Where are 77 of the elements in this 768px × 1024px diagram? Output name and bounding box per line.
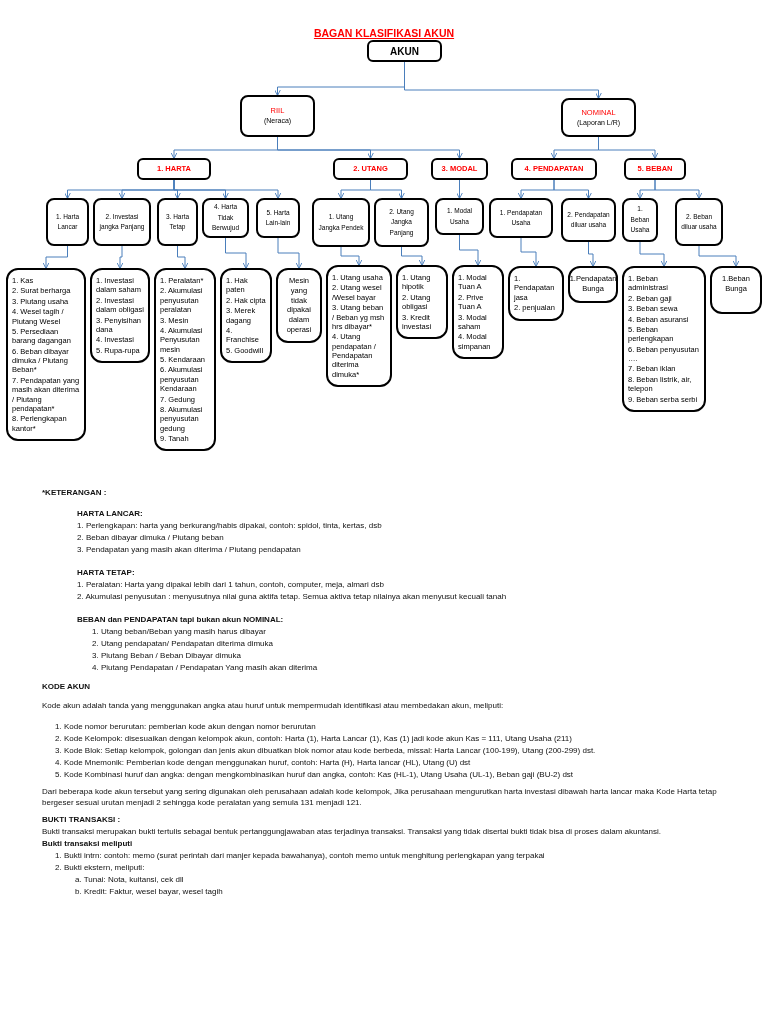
account-box: [46, 198, 89, 246]
account-box: [489, 198, 553, 238]
account-box: [367, 40, 442, 62]
connector-arrow: [340, 246, 363, 267]
connector-arrow: [588, 241, 597, 268]
note-text: HARTA LANCAR:: [77, 508, 144, 519]
note-text: 5. Kode Kombinasi huruf dan angka: dengan mengkombinasikan huruf dan angka, contoh: Kas (HL-1), Utang Usaha (UL-1), Beban gaji (BU-2) dst: [55, 769, 575, 780]
account-box: [675, 198, 723, 246]
account-box: [374, 198, 429, 247]
note-text: 2. Akumulasi penyusutan : menyusutnya nilai guna aktifa tetap. Semua aktiva tetap nilainya akan menyusut kecuali tanah: [77, 591, 508, 602]
note-text: b. Kredit: Faktur, wesel bayar, wesel tagih: [75, 886, 224, 897]
note-text: a. Tunai: Nota, kuitansi, cek dll: [75, 874, 185, 885]
connector-arrow: [639, 241, 668, 268]
account-list-box: [154, 268, 216, 452]
connector-arrow: [173, 179, 282, 200]
connector-arrow: [456, 179, 463, 200]
account-list-box: [6, 268, 86, 441]
connector-arrow: [520, 237, 540, 268]
account-list-box: [710, 266, 762, 314]
account-box: [431, 158, 488, 180]
note-text: 1. Peralatan: Harta yang dipakai lebih dari 1 tahun, contoh, computer, meja, almari dsb: [77, 579, 385, 590]
account-box: [240, 95, 315, 137]
note-text: 4. Kode Mnemonik: Pemberian kode dengan menggunakan huruf, contoh: Harta (H), Harta lancar (HL), Utang (U) dst: [55, 757, 472, 768]
account-box: [561, 98, 636, 137]
note-text: 3. Kode Blok: Setiap kelompok, golongan dan jenis akun dibuatkan blok nomor atau kode berbeda, missal: Harta Lancar (100-199), Utang (200-299) dst.: [55, 745, 597, 756]
connector-arrow: [654, 179, 703, 200]
connector-arrow: [277, 237, 303, 270]
note-text: Kode akun adalah tanda yang menggunakan angka atau huruf untuk mempermudah identifikasi atau membedakan akun, meliputi:: [42, 700, 505, 711]
account-box: [93, 198, 151, 246]
account-box: [624, 158, 686, 180]
connector-arrow: [225, 237, 250, 270]
connector-arrow: [553, 179, 592, 200]
diagram-title: BAGAN KLASIFIKASI AKUN: [313, 26, 455, 41]
account-box: [622, 198, 658, 242]
account-list-box: [508, 266, 564, 321]
account-box: [561, 198, 616, 242]
note-text: BUKTI TRANSAKSI :: [42, 814, 122, 825]
account-box: [435, 198, 484, 235]
connector-arrow: [277, 136, 463, 160]
account-list-box: [396, 265, 448, 340]
note-text: 2. Beban dibayar dimuka / Piutang beban: [77, 532, 225, 543]
account-box: [312, 198, 370, 247]
connector-arrow: [401, 246, 426, 267]
account-list-box: [90, 268, 150, 363]
note-text: 1. Bukti intrn: contoh: memo (surat perintah dari manjer kepada bawahanya), contoh memo untuk menghitung perlengkapan yang terpakai: [55, 850, 546, 861]
account-box: [333, 158, 408, 180]
note-text: 2. Utang pendapatan/ Pendapatan diterima dimuka: [92, 638, 274, 649]
account-list-box: [452, 265, 504, 359]
note-text: *KETERANGAN :: [42, 487, 108, 498]
note-text: 4. Piutang Pendapatan / Pendapatan Yang masih akan diterima: [92, 662, 319, 673]
account-box: [157, 198, 198, 246]
account-list-box: [326, 265, 392, 388]
note-text: 3. Piutang Beban / Beban Dibayar dimuka: [92, 650, 242, 661]
account-box: [511, 158, 597, 180]
note-text: BEBAN dan PENDAPATAN tapi bukan akun NOMINAL:: [77, 614, 285, 625]
account-box: [256, 198, 300, 238]
account-box: [202, 198, 249, 238]
note-text: 2. Kode Kelompok: disesuaikan dengan kelompok akun, contoh: Harta (1), Harta Lancar (1), Kas (1) jadi kode akun Kas = 111, Utang Usaha (211): [55, 733, 573, 744]
note-text: Bukti transaksi meliputi: [42, 838, 134, 849]
account-list-box: [276, 268, 322, 343]
connector-arrow: [177, 245, 189, 270]
account-box: [137, 158, 211, 180]
account-list-box: [622, 266, 706, 412]
note-text: 1. Kode nomor berurutan: pemberian kode akun dengan nomor berurutan: [55, 721, 317, 732]
note-text: 2. Bukti ekstern, meliputi:: [55, 862, 146, 873]
note-text: HARTA TETAP:: [77, 567, 136, 578]
connector-arrow: [459, 234, 482, 267]
note-text: 1. Perlengkapan: harta yang berkurang/habis dipakai, contoh: spidol, tinta, kertas, dsb: [77, 520, 383, 531]
connector-arrow: [698, 245, 740, 268]
note-text: KODE AKUN: [42, 681, 92, 692]
account-list-box: [220, 268, 272, 363]
box-label: AKUN: [390, 44, 419, 59]
note-text: 1. Utang beban/Beban yang masih harus dibayar: [92, 626, 267, 637]
note-text: Dari beberapa kode akun tersebut yang sering digunakan oleh perusahaan adalah kode kelompok, Jika perusahaan mengurutkan harta investasi dibawah harta lancar maka Kode Harta tetap bergeser sesuai urutan menjadi 2 sehingga kode peralatan yang semula 131 menjadi 121.: [42, 786, 718, 808]
account-list-box: [568, 266, 618, 303]
note-text: Bukti transaksi merupakan bukti tertulis sebagai bentuk pertanggungjawaban atas terjadinya transaksi. Transaksi yang tidak disertai bukti tidak bisa di proses dalam akuntansi.: [42, 826, 662, 837]
note-text: 3. Pendapatan yang masih akan diterima / Piutang pendapatan: [77, 544, 302, 555]
